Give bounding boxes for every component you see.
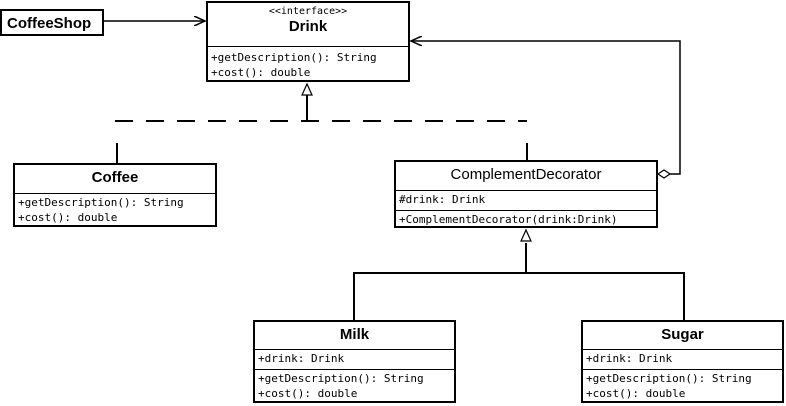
method-item: +cost(): double: [18, 211, 118, 224]
generalization-to-decorator: [353, 228, 685, 321]
method-list: +ComplementDecorator(drink:Drink): [396, 210, 656, 228]
attribute-list: #drink: Drink: [396, 190, 656, 210]
class-name: ComplementDecorator: [450, 166, 602, 183]
method-item: +cost(): double: [211, 66, 311, 79]
attribute-item: #drink: Drink: [399, 193, 486, 206]
method-item: +cost(): double: [586, 387, 686, 400]
attribute-item: +drink: Drink: [586, 352, 673, 365]
attribute-item: +drink: Drink: [258, 352, 345, 365]
class-header: Milk: [255, 322, 454, 349]
class-name: Sugar: [661, 326, 704, 343]
aggregation-decorator-drink: [411, 41, 681, 179]
stereotype-label: <<interface>>: [268, 6, 348, 17]
method-list: +getDescription(): String +cost(): doubl…: [583, 369, 782, 402]
class-name: Coffee: [91, 169, 139, 186]
method-list: +getDescription(): String +cost(): doubl…: [208, 46, 408, 81]
class-header: Sugar: [583, 322, 782, 349]
attribute-list: +drink: Drink: [255, 349, 454, 369]
class-complement-decorator: ComplementDecorator #drink: Drink +Compl…: [394, 160, 658, 228]
method-list: +getDescription(): String +cost(): doubl…: [15, 193, 215, 226]
class-coffeeshop: CoffeeShop: [0, 9, 104, 36]
method-item: +cost(): double: [258, 387, 358, 400]
method-item: +getDescription(): String: [586, 372, 752, 385]
class-name: CoffeeShop: [7, 15, 92, 32]
method-list: +getDescription(): String +cost(): doubl…: [255, 369, 454, 402]
class-coffee: Coffee +getDescription(): String +cost()…: [13, 163, 217, 227]
class-header: ComplementDecorator: [396, 162, 656, 190]
method-item: +getDescription(): String: [258, 372, 424, 385]
class-header: Coffee: [15, 165, 215, 193]
method-item: +getDescription(): String: [211, 51, 377, 64]
class-sugar: Sugar +drink: Drink +getDescription(): S…: [581, 320, 784, 403]
realization-to-drink: [115, 82, 528, 164]
class-name: Milk: [339, 326, 370, 343]
interface-drink: <<interface>> Drink +getDescription(): S…: [206, 1, 410, 82]
interface-header: <<interface>> Drink: [208, 3, 408, 46]
method-item: +getDescription(): String: [18, 196, 184, 209]
attribute-list: +drink: Drink: [583, 349, 782, 369]
method-item: +ComplementDecorator(drink:Drink): [399, 213, 618, 226]
class-milk: Milk +drink: Drink +getDescription(): St…: [253, 320, 456, 403]
class-name: Drink: [288, 18, 328, 35]
